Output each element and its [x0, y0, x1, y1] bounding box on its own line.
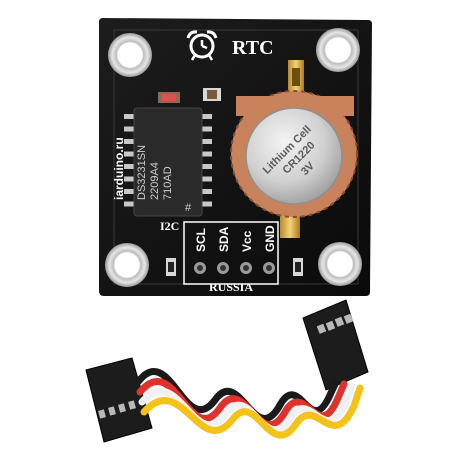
pin-header-frame [183, 221, 279, 285]
left-connector [85, 357, 153, 443]
chip-pin [201, 114, 212, 119]
vendor-label: iarduino.ru [112, 137, 126, 200]
chip-label-line1: DS3231SN [136, 145, 148, 200]
right-connector [302, 299, 369, 391]
chip-mark: # [185, 202, 192, 214]
board-title: RTC [232, 37, 274, 59]
chip-pin [201, 176, 212, 182]
chip-label-line2: 2209A4 [149, 162, 161, 200]
smd-capacitor [203, 88, 221, 101]
chip-pin [124, 126, 135, 132]
chip-pin [201, 189, 212, 194]
pin-label-vcc: Vcc [240, 230, 254, 252]
chip-pin [124, 176, 135, 182]
pin-labels: SCL SDA Vcc GND [194, 225, 277, 252]
twisted-wires [134, 368, 364, 439]
chip-pin [124, 189, 135, 194]
pin-label-scl: SCL [194, 228, 208, 252]
chip-pin [124, 164, 135, 169]
smd-resistors [166, 258, 303, 276]
chip-pin [124, 201, 135, 207]
chip-pin [201, 151, 212, 157]
mounting-holes [105, 28, 362, 287]
chip-pin [124, 114, 135, 119]
chip-pin [124, 151, 135, 157]
chip-pin [124, 139, 135, 144]
pin-label-gnd: GND [263, 225, 277, 252]
chip-pin [201, 139, 212, 144]
chip-label-line3: 710AD [162, 166, 174, 200]
alarm-clock-icon [186, 30, 218, 61]
smd-led [158, 92, 180, 103]
chip-pin [201, 201, 212, 207]
pin-label-sda: SDA [217, 226, 231, 252]
chip-pin [201, 164, 212, 169]
wire-yellow [140, 384, 364, 439]
header-holes [194, 262, 275, 274]
bus-label: I2C [160, 219, 179, 233]
country-label: RUSSIA [209, 280, 253, 294]
chip-pin [201, 126, 212, 132]
rtc-chip: DS3231SN 2209A4 710AD # [124, 107, 212, 217]
coin-battery: Lithium Cell CR1220 3V [245, 107, 343, 205]
